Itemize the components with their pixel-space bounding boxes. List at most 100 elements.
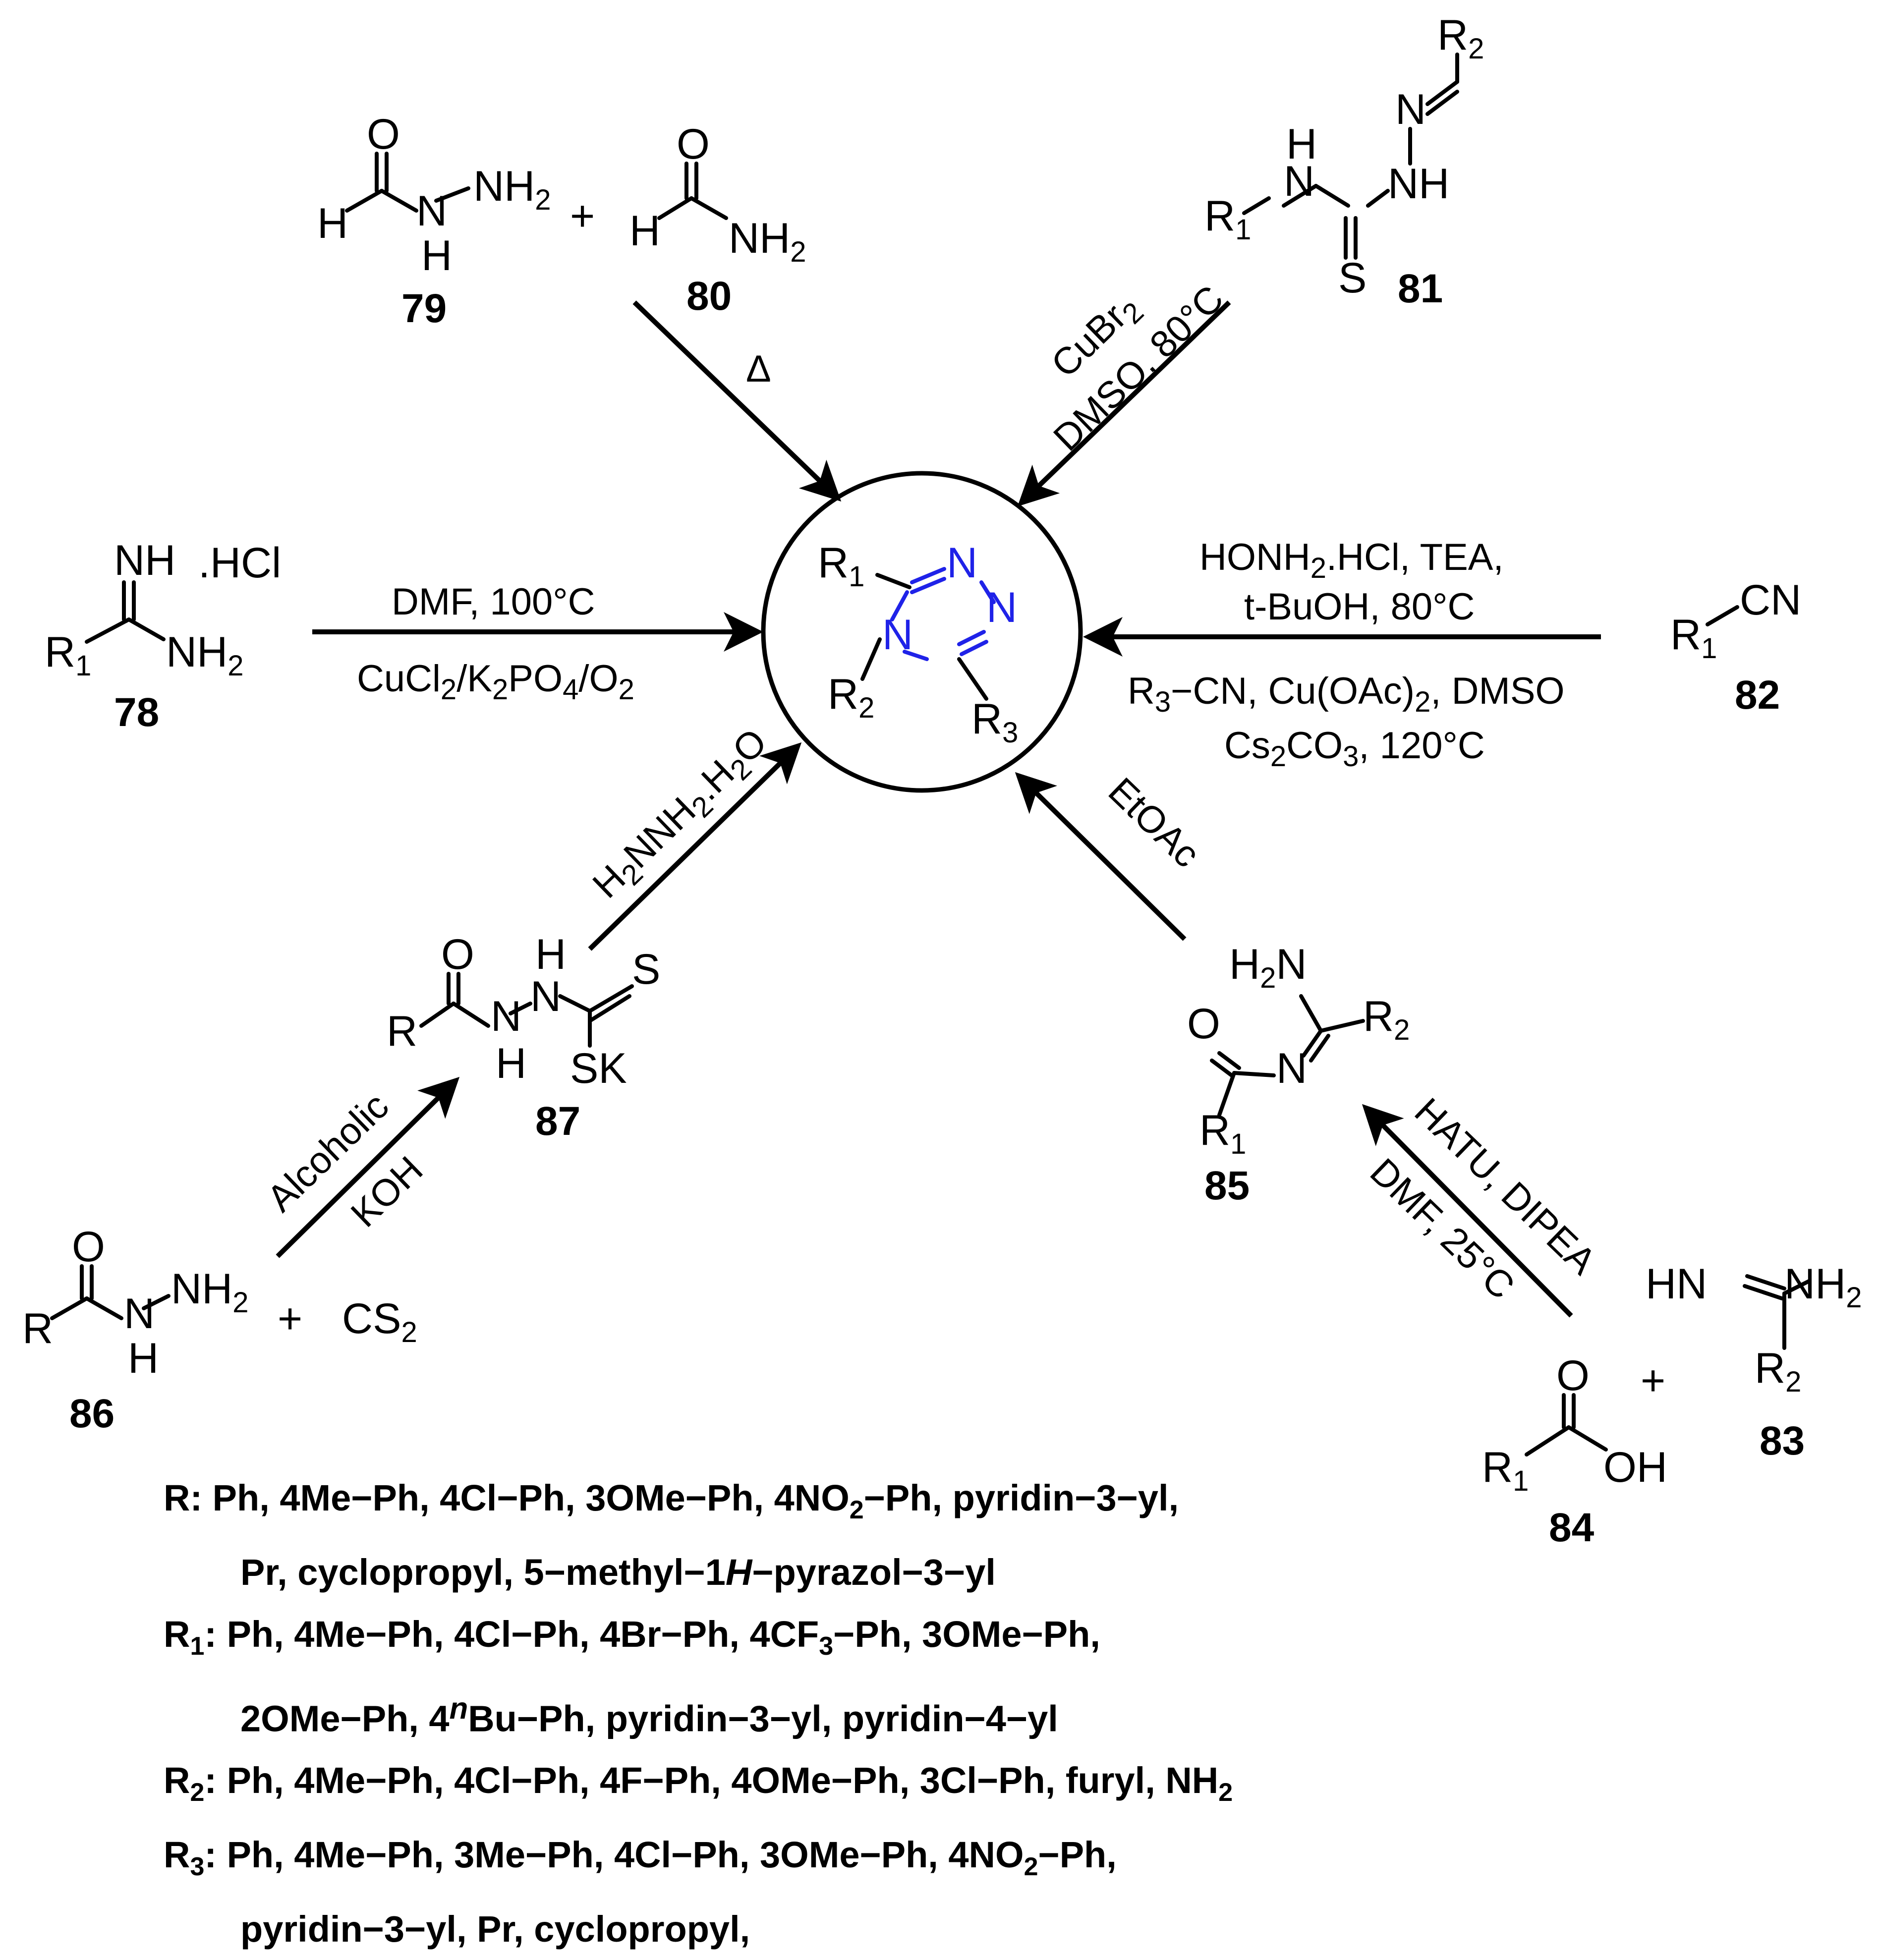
svg-text:H2N: H2N	[1229, 941, 1307, 994]
product-n4: N	[882, 611, 913, 659]
compound-81: R2 N H N NH R1 S 81	[1204, 11, 1484, 311]
compound-85-number: 85	[1204, 1163, 1250, 1208]
svg-text:SK: SK	[570, 1045, 627, 1092]
cond-83-84: HATU, DIPEA DMF, 25°C	[1362, 1090, 1604, 1307]
svg-text:H: H	[317, 200, 348, 247]
arrow-from-85	[1015, 772, 1187, 941]
compound-87: O R N H N H S SK 87	[387, 931, 660, 1144]
compound-86: O R N NH2 H 86	[22, 1223, 248, 1436]
compound-86-number: 86	[69, 1391, 114, 1436]
compound-82-number: 82	[1735, 672, 1780, 718]
svg-text:H: H	[421, 232, 452, 280]
cond-81: CuBr2 DMSO, 80°C	[1043, 278, 1232, 459]
svg-text:O: O	[1556, 1352, 1590, 1400]
compound-87-number: 87	[535, 1099, 580, 1144]
svg-text:NH: NH	[114, 537, 175, 584]
svg-text:O: O	[367, 111, 400, 158]
arrow-from-87	[588, 742, 802, 951]
cond-86: Alcoholic KOH	[259, 1085, 431, 1235]
cond-82-line4: Cs2CO3, 120°C	[1224, 725, 1485, 773]
svg-text:HATU, DIPEA: HATU, DIPEA	[1407, 1090, 1604, 1283]
cond-85: EtOAc	[1100, 770, 1208, 876]
svg-text:H: H	[1286, 120, 1317, 168]
plus-86-cs2: +	[278, 1295, 302, 1343]
svg-text:R: R	[387, 1008, 417, 1055]
svg-text:NH2: NH2	[473, 163, 551, 216]
product-n1: N	[947, 539, 977, 587]
svg-text:R1: R1	[1482, 1444, 1529, 1497]
svg-text:R1: R1	[1204, 192, 1251, 246]
svg-text:N: N	[1395, 86, 1426, 133]
compound-81-number: 81	[1398, 266, 1443, 311]
compound-80: O H NH2 80	[629, 120, 806, 319]
svg-text:EtOAc: EtOAc	[1100, 770, 1208, 876]
compound-85: H2N R2 O N R1 85	[1187, 941, 1410, 1208]
svg-text:N: N	[1284, 158, 1314, 205]
compound-83: HN NH2 R2 83	[1646, 1260, 1862, 1463]
plus-84-83: +	[1641, 1357, 1665, 1404]
svg-text:NH2: NH2	[1784, 1260, 1862, 1314]
svg-text:.HCl: .HCl	[198, 539, 281, 587]
svg-text:KOH: KOH	[343, 1148, 431, 1235]
compound-79: O H N NH2 H 79	[317, 111, 551, 331]
product-r3: R3	[971, 695, 1018, 749]
cond-79-80: Δ	[746, 348, 771, 390]
svg-text:R2: R2	[1437, 11, 1484, 65]
svg-text:O: O	[677, 120, 710, 168]
compound-79-number: 79	[401, 286, 447, 331]
svg-text:HN: HN	[1646, 1260, 1707, 1308]
cond-82-line1: HONH2.HCl, TEA,	[1199, 536, 1504, 584]
svg-text:O: O	[72, 1223, 105, 1271]
svg-text:N: N	[124, 1290, 155, 1338]
legend-r-line1: R: Ph, 4Me−Ph, 4Cl−Ph, 3OMe−Ph, 4NO2−Ph,…	[164, 1477, 1179, 1524]
product-r2: R2	[828, 671, 874, 724]
svg-text:S: S	[632, 946, 660, 993]
substituent-legend: R: Ph, 4Me−Ph, 4Cl−Ph, 3OMe−Ph, 4NO2−Ph,…	[164, 1467, 1233, 1960]
compound-78: NH .HCl R1 NH2 78	[45, 537, 281, 735]
legend-r1-line2: 2OMe−Ph, 4nBu−Ph, pyridin−3−yl, pyridin−…	[240, 1691, 1058, 1739]
cond-87: H2NNH2.H2O	[585, 721, 779, 910]
compound-84-number: 84	[1549, 1505, 1594, 1550]
legend-r3-line2: pyridin−3−yl, Pr, cyclopropyl,	[240, 1908, 750, 1950]
svg-text:H2NNH2.H2O: H2NNH2.H2O	[585, 721, 779, 910]
compound-80-number: 80	[686, 274, 732, 319]
svg-text:N: N	[530, 973, 561, 1020]
compound-78-number: 78	[114, 690, 159, 735]
svg-text:R: R	[22, 1305, 53, 1352]
compound-84: O R1 OH 84	[1482, 1352, 1667, 1550]
svg-text:NH: NH	[1388, 160, 1449, 208]
cond-82-line2: t-BuOH, 80°C	[1244, 586, 1475, 628]
svg-text:H: H	[128, 1335, 159, 1382]
product-n2: N	[986, 584, 1017, 631]
product-r1: R1	[818, 539, 864, 593]
svg-text:S: S	[1338, 254, 1367, 302]
svg-text:R2: R2	[1755, 1344, 1801, 1398]
legend-r3-line1: R3: Ph, 4Me−Ph, 3Me−Ph, 4Cl−Ph, 3OMe−Ph,…	[164, 1834, 1117, 1881]
triazole-product: R1 N N N R2 R3	[818, 539, 1018, 749]
svg-text:R1: R1	[1670, 611, 1717, 665]
svg-text:O: O	[441, 931, 474, 978]
plus-79-80: +	[570, 192, 595, 240]
legend-r2-line1: R2: Ph, 4Me−Ph, 4Cl−Ph, 4F−Ph, 4OMe−Ph, …	[164, 1760, 1233, 1807]
legend-r1-line1: R1: Ph, 4Me−Ph, 4Cl−Ph, 4Br−Ph, 4CF3−Ph,…	[164, 1613, 1100, 1661]
svg-text:R1: R1	[45, 628, 91, 682]
svg-text:O: O	[1187, 1000, 1220, 1048]
svg-text:N: N	[1276, 1045, 1307, 1092]
svg-text:H: H	[629, 207, 660, 255]
svg-text:OH: OH	[1603, 1444, 1667, 1491]
svg-text:NH2: NH2	[729, 215, 806, 268]
arrow-from-79-80	[632, 300, 842, 502]
compound-83-number: 83	[1760, 1418, 1805, 1463]
svg-text:CN: CN	[1740, 576, 1801, 624]
svg-text:NH2: NH2	[166, 628, 243, 682]
svg-text:N: N	[491, 993, 521, 1040]
svg-text:H: H	[535, 931, 566, 978]
arrow-from-81	[1017, 300, 1231, 506]
arrow-from-86	[276, 1076, 460, 1258]
svg-text:H: H	[496, 1040, 526, 1087]
arrow-from-83-84	[1362, 1104, 1573, 1318]
legend-r-line2: Pr, cyclopropyl, 5−methyl−1H−pyrazol−3−y…	[240, 1551, 996, 1593]
cs2: CS2	[342, 1295, 417, 1348]
cond-78-line2: CuCl2/K2PO4/O2	[357, 658, 634, 706]
cond-78-line1: DMF, 100°C	[392, 581, 595, 623]
